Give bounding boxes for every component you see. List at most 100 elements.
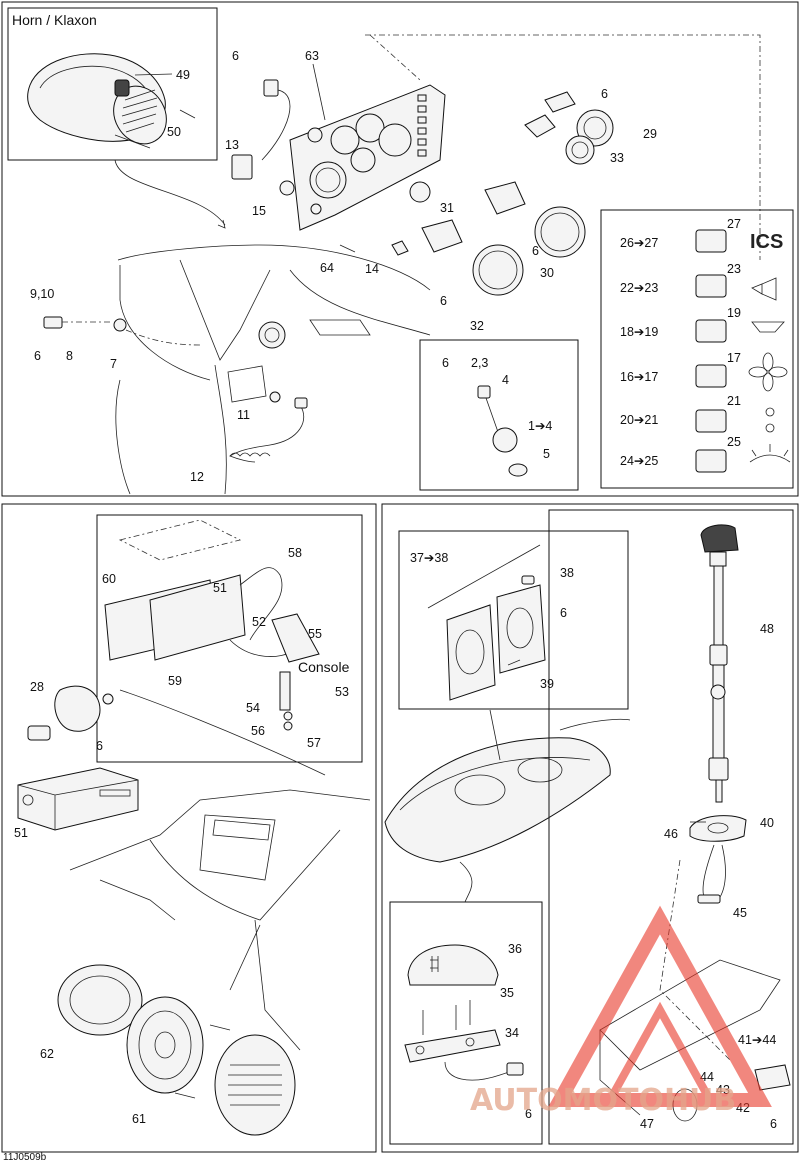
- callout-6-inset: 6: [442, 356, 449, 370]
- callout-51-bottom: 51: [14, 826, 28, 840]
- bottom-left-panel-frame: [1, 503, 377, 1153]
- callout-58: 58: [288, 546, 302, 560]
- callout-60: 60: [102, 572, 116, 586]
- callout-51-top: 51: [213, 581, 227, 595]
- console-hull-drawing: [69, 789, 371, 1051]
- horn-caption: Horn / Klaxon: [12, 12, 97, 28]
- callout-2-3: 2,3: [471, 356, 488, 370]
- callout-13: 13: [225, 138, 239, 152]
- callout-6-gauge-37: 6: [560, 606, 567, 620]
- automotohub-logo: [548, 905, 772, 1107]
- top-panel-frame: [1, 1, 799, 497]
- callout-9-10: 9,10: [30, 287, 54, 301]
- drawing-code: 11J0509b: [3, 1152, 47, 1163]
- sensor-inset-drawing: [477, 385, 528, 477]
- callout-52: 52: [252, 615, 266, 629]
- callout-33: 33: [610, 151, 624, 165]
- callout-55: 55: [308, 627, 322, 641]
- callout-41-44: 41➔44: [738, 1033, 776, 1047]
- callout-23: 23: [727, 262, 741, 276]
- watermark-text: AUTOMOTOHUB: [470, 1083, 736, 1118]
- boat-drawing: [384, 709, 631, 903]
- callout-8: 8: [66, 349, 73, 363]
- switch-column: [695, 229, 727, 473]
- callout-30: 30: [540, 266, 554, 280]
- sensor-7-drawing: [43, 316, 201, 346]
- callout-6-switch: 6: [232, 49, 239, 63]
- gauge-37-inset-frame: [398, 530, 629, 710]
- callout-59: 59: [168, 674, 182, 688]
- callout-56: 56: [251, 724, 265, 738]
- callout-35: 35: [500, 986, 514, 1000]
- horn-inset-frame: [7, 7, 218, 161]
- callout-22-23: 22➔23: [620, 281, 658, 295]
- callout-63: 63: [305, 49, 319, 63]
- callout-20-21: 20➔21: [620, 413, 658, 427]
- callout-53: 53: [335, 685, 349, 699]
- fan-icon: [748, 352, 788, 392]
- callout-54: 54: [246, 701, 260, 715]
- harness-12-drawing: [229, 391, 308, 463]
- callout-12: 12: [190, 470, 204, 484]
- callout-38: 38: [560, 566, 574, 580]
- callout-21: 21: [727, 394, 741, 408]
- callout-1-4: 1➔4: [528, 419, 552, 433]
- socket-28-drawing: [27, 685, 114, 741]
- callout-50: 50: [167, 125, 181, 139]
- callout-6-gauge-top: 6: [601, 87, 608, 101]
- pole-light-inset-frame: [548, 509, 794, 1145]
- callout-62: 62: [40, 1047, 54, 1061]
- console-label: Console: [298, 659, 350, 675]
- bilge-icon: [751, 321, 785, 333]
- switch-13-drawing: [231, 79, 295, 196]
- callout-6-socket: 6: [96, 739, 103, 753]
- callout-28: 28: [30, 680, 44, 694]
- callout-6-gauge-30: 6: [532, 244, 539, 258]
- dash-panel-drawing: [289, 84, 446, 231]
- light-36-inset-frame: [389, 901, 543, 1145]
- callout-18-19: 18➔19: [620, 325, 658, 339]
- light-36-drawing: [404, 944, 524, 1081]
- stereo-exploded-drawing: [104, 519, 320, 731]
- callout-5: 5: [543, 447, 550, 461]
- callout-31: 31: [440, 201, 454, 215]
- pole-light-drawing: [599, 524, 791, 1122]
- callout-37-38: 37➔38: [410, 551, 448, 565]
- callout-7: 7: [110, 357, 117, 371]
- callout-29: 29: [643, 127, 657, 141]
- callout-27: 27: [727, 217, 741, 231]
- callout-46: 46: [664, 827, 678, 841]
- callout-32: 32: [470, 319, 484, 333]
- callout-36: 36: [508, 942, 522, 956]
- hull-console-drawing: [115, 244, 431, 495]
- sensor-inset-frame: [419, 339, 579, 491]
- callout-47: 47: [640, 1117, 654, 1131]
- callout-26-27: 26➔27: [620, 236, 658, 250]
- callout-6-pole: 6: [770, 1117, 777, 1131]
- callout-25: 25: [727, 435, 741, 449]
- callout-6-gauge-32: 6: [440, 294, 447, 308]
- callout-57: 57: [307, 736, 321, 750]
- callout-39: 39: [540, 677, 554, 691]
- callout-64: 64: [320, 261, 334, 275]
- horn-icon: [751, 277, 777, 301]
- callout-61: 61: [132, 1112, 146, 1126]
- stereo-inset-frame: [96, 514, 363, 763]
- callout-15: 15: [252, 204, 266, 218]
- callout-14: 14: [365, 262, 379, 276]
- ics-label: ICS: [750, 231, 783, 253]
- callout-34: 34: [505, 1026, 519, 1040]
- callout-6-light-36: 6: [525, 1107, 532, 1121]
- callout-40: 40: [760, 816, 774, 830]
- callout-48: 48: [760, 622, 774, 636]
- speaker-drawing: [57, 964, 296, 1136]
- callout-4: 4: [502, 373, 509, 387]
- courtesy-light-icon: [749, 444, 791, 463]
- horn-drawing: [27, 53, 196, 149]
- gauges-drawing: [391, 91, 614, 296]
- callout-6-sensor: 6: [34, 349, 41, 363]
- radio-51-drawing: [17, 767, 139, 831]
- switch-inset-frame: [600, 209, 794, 489]
- callout-49: 49: [176, 68, 190, 82]
- callout-17: 17: [727, 351, 741, 365]
